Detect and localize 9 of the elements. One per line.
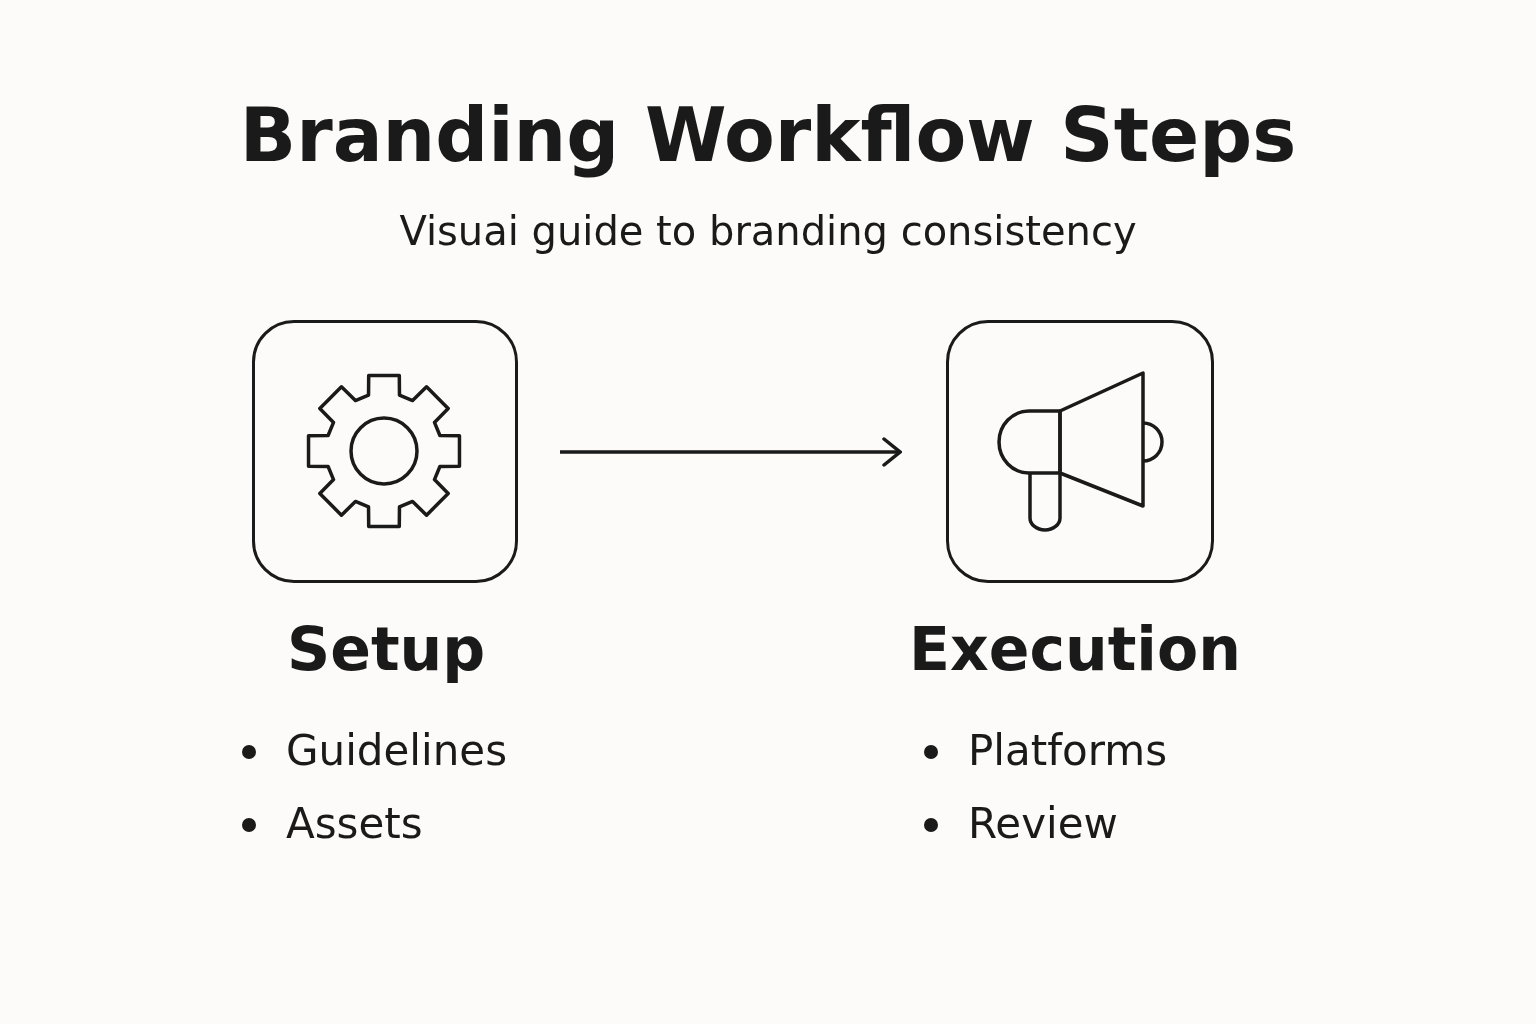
list-item: Review	[924, 796, 1167, 869]
subtitle: Visuai guide to branding consistency	[398, 208, 1138, 254]
arrow	[560, 437, 902, 467]
step-heading: Setup	[287, 614, 486, 684]
list-item: Platforms	[924, 723, 1167, 796]
list-item: Assets	[242, 796, 507, 869]
step-heading: Execution	[909, 614, 1241, 684]
list-item: Guidelines	[242, 723, 507, 796]
title: Branding Workflow Steps	[238, 92, 1298, 178]
